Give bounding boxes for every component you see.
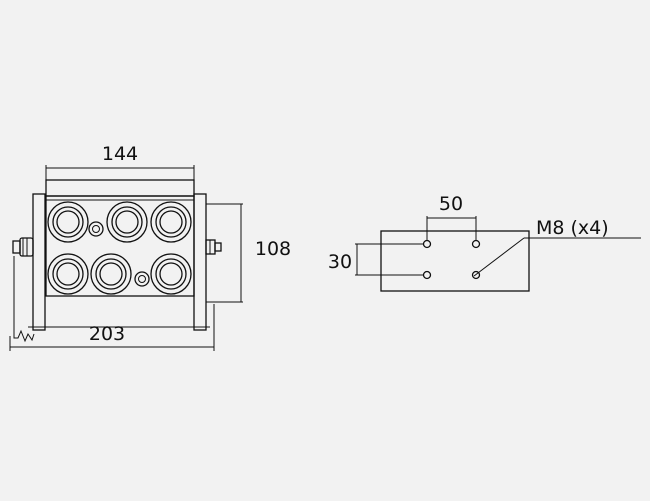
dimension-bottom-width: 203 [9, 304, 215, 351]
dimension-hole-height: 30 [328, 243, 423, 276]
screw-bottom [134, 271, 150, 287]
front-view: 144 [9, 143, 291, 351]
mount-plate [380, 230, 530, 292]
mount-hole-2 [471, 239, 481, 249]
dim-label-108: 108 [255, 238, 291, 260]
dimension-hole-spacing: 50 [426, 193, 477, 240]
right-knob [205, 239, 222, 255]
lamp-5 [90, 253, 132, 295]
dimension-height: 108 [206, 203, 291, 303]
lamp-1 [47, 201, 89, 243]
lamp-6 [150, 253, 192, 295]
dim-label-30: 30 [328, 251, 352, 273]
screw-top [88, 221, 104, 237]
lamp-4 [47, 253, 89, 295]
lamp-array [47, 201, 192, 295]
bolt-label: M8 (x4) [536, 217, 609, 239]
dimension-top-width: 144 [45, 143, 195, 196]
dim-label-144: 144 [102, 143, 138, 165]
lamp-2 [106, 201, 148, 243]
mounting-bracket [12, 193, 222, 343]
left-knob [12, 237, 34, 257]
mount-hole-1 [422, 239, 432, 249]
light-housing [45, 179, 195, 297]
dim-label-50: 50 [439, 193, 463, 215]
lamp-3 [150, 201, 192, 243]
mount-hole-3 [422, 270, 432, 280]
bolt-callout: M8 (x4) [473, 217, 641, 277]
dim-label-203: 203 [89, 323, 125, 345]
mount-hole-4 [471, 270, 481, 280]
mount-pattern-view: 50 30 M8 (x4) [328, 193, 641, 292]
